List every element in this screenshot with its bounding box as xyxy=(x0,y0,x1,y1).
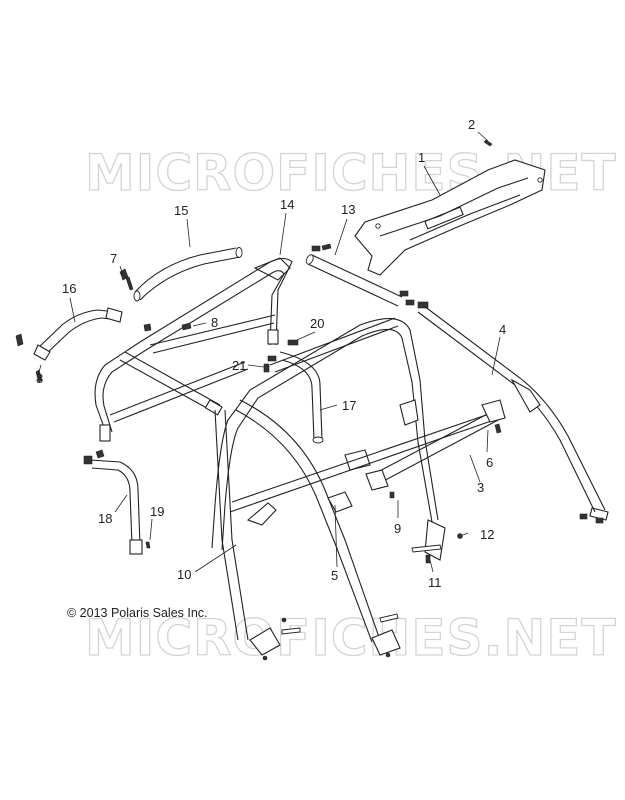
callout-6: 6 xyxy=(486,455,493,470)
screw-2 xyxy=(483,139,493,147)
callout-7: 7 xyxy=(110,251,117,266)
callout-1: 1 xyxy=(418,150,425,165)
callout-10: 10 xyxy=(177,567,191,582)
callout-15: 15 xyxy=(174,203,188,218)
callout-8-a: 8 xyxy=(211,315,218,330)
clamps-20-21 xyxy=(263,339,299,373)
right-side-bar xyxy=(417,301,609,524)
callout-13: 13 xyxy=(341,202,355,217)
foot-hardware xyxy=(262,613,399,661)
watermark-bottom: MICROFICHES.NET xyxy=(85,609,617,667)
callout-4: 4 xyxy=(499,322,506,337)
hardware-11-12 xyxy=(411,533,463,564)
callout-12: 12 xyxy=(480,527,494,542)
callout-14: 14 xyxy=(280,197,294,212)
front-roof-bar xyxy=(305,243,415,307)
callout-5: 5 xyxy=(331,568,338,583)
roof-panel xyxy=(354,159,546,276)
rear-top-bar xyxy=(133,247,243,302)
gusset-bar xyxy=(15,307,123,383)
callout-18: 18 xyxy=(98,511,112,526)
cross-bar xyxy=(365,399,506,499)
callouts: 1 2 3 4 5 6 7 8 8 9 10 11 12 13 14 15 16… xyxy=(36,117,506,590)
leader-lines xyxy=(38,131,501,573)
front-frame xyxy=(211,317,496,656)
callout-11: 11 xyxy=(428,575,442,590)
callout-2: 2 xyxy=(468,117,475,132)
callout-8-b: 8 xyxy=(36,371,43,386)
callout-20: 20 xyxy=(310,316,324,331)
copyright-notice: © 2013 Polaris Sales Inc. xyxy=(67,606,208,620)
callout-16: 16 xyxy=(62,281,76,296)
support-bar xyxy=(279,351,324,444)
callout-21: 21 xyxy=(232,358,246,373)
callout-17: 17 xyxy=(342,398,356,413)
bracket-18 xyxy=(83,449,143,555)
callout-9: 9 xyxy=(394,521,401,536)
screw-19 xyxy=(145,541,151,549)
rear-upper-frame xyxy=(94,257,293,442)
callout-3: 3 xyxy=(477,480,484,495)
callout-19: 19 xyxy=(150,504,164,519)
